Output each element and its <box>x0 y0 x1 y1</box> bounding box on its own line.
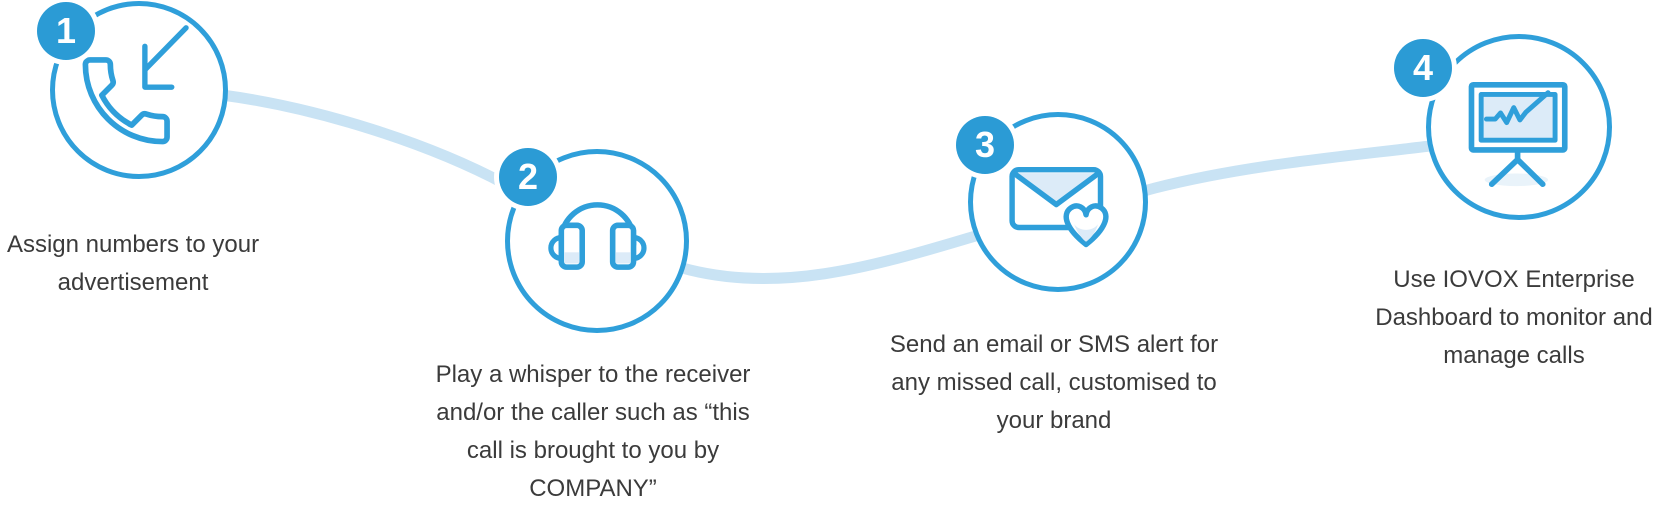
connector-path <box>216 89 1436 285</box>
step1-badge: 1 <box>37 2 95 60</box>
step4-caption: Use IOVOX Enterprise Dashboard to monito… <box>1375 266 1653 369</box>
step3-badge: 3 <box>956 116 1014 174</box>
email-heart-icon <box>1009 166 1109 248</box>
incoming-call-icon <box>82 25 189 145</box>
step3-caption: Send an email or SMS alert for any misse… <box>889 331 1219 434</box>
step3-number: 3 <box>974 124 996 165</box>
dashboard-icon <box>1468 81 1568 188</box>
step2-caption: Play a whisper to the receiver and/or th… <box>435 361 751 502</box>
step1-caption: Assign numbers to your advertisement <box>6 231 260 296</box>
headphones-icon <box>548 202 647 270</box>
step4-number: 4 <box>1412 47 1434 88</box>
step4-circle <box>1426 34 1612 220</box>
step4-badge: 4 <box>1394 39 1452 97</box>
step2-number: 2 <box>517 156 539 197</box>
step2-badge: 2 <box>499 148 557 206</box>
step1-number: 1 <box>55 10 77 51</box>
